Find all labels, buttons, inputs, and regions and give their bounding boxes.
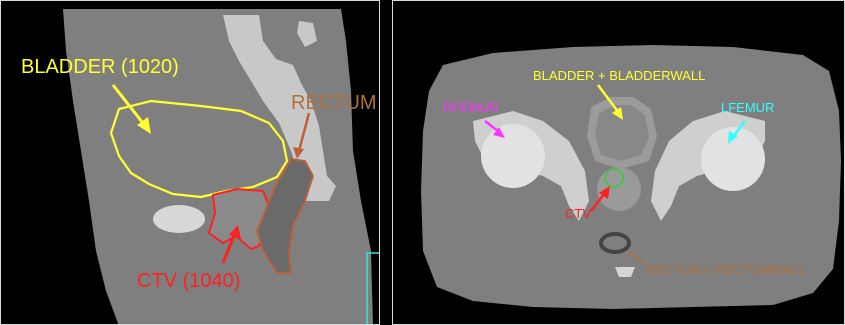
ctv-label: CTV — [565, 207, 591, 220]
bladder-label: BLADDER (1020) — [21, 57, 179, 77]
axial-view-panel: BLADDER + BLADDERWALL RFEMUR LFEMUR CTV … — [392, 0, 845, 325]
prostate-region — [597, 167, 641, 211]
bladder-inner — [595, 105, 649, 161]
panel-gap — [380, 0, 392, 325]
rectum-label: RECTUM — [291, 93, 377, 113]
rfemur-head — [481, 124, 545, 188]
rfemur-label: RFEMUR — [443, 101, 499, 114]
ctv-label: CTV (1040) — [137, 271, 240, 291]
sagittal-pubic-bone — [153, 205, 205, 233]
bladder-label: BLADDER + BLADDERWALL — [533, 69, 705, 82]
lfemur-label: LFEMUR — [721, 101, 774, 114]
rectum-label: RECTUM + RECTUMWALL — [645, 263, 806, 276]
sagittal-view-panel: BLADDER (1020) RECTUM CTV (1040) — [0, 0, 380, 325]
rectum-ring — [601, 234, 629, 252]
